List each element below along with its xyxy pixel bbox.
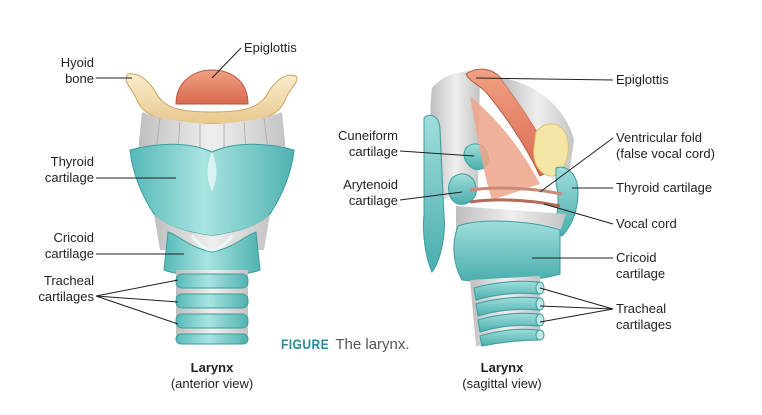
label-thyroid-cartilage-sagittal: Thyroid cartilage xyxy=(616,180,713,195)
label-tracheal-cartilages-anterior: Tracheal cartilages xyxy=(38,273,94,304)
sagittal-tracheal-ring xyxy=(475,296,539,317)
label-cricoid-cartilage-sagittal: Cricoid cartilage xyxy=(616,250,666,281)
label-cricoid-cartilage-anterior: Cricoid cartilage xyxy=(44,230,94,261)
label-hyoid-bone: Hyoid bone xyxy=(60,55,94,86)
label-epiglottis-sagittal: Epiglottis xyxy=(616,72,669,87)
anterior-tracheal-ring xyxy=(175,313,249,329)
label-thyroid-cartilage-anterior: Thyroid cartilage xyxy=(44,154,94,185)
anterior-tracheal-ring xyxy=(175,293,249,309)
leader-lines xyxy=(95,47,614,325)
anterior-hyoid-bone xyxy=(125,73,298,125)
sagittal-ventricular-fold xyxy=(533,123,569,177)
label-arytenoid-cartilage: Arytenoid cartilage xyxy=(343,177,398,208)
label-tracheal-cartilages-sagittal: Tracheal cartilages xyxy=(616,301,672,332)
label-cuneiform-cartilage: Cuneiform cartilage xyxy=(338,128,398,159)
sagittal-vocal-cord xyxy=(469,198,561,208)
figure-caption: FIGURE The larynx. xyxy=(281,336,410,354)
sagittal-vocal-fold-upper xyxy=(469,186,563,196)
anterior-epiglottis xyxy=(175,69,249,105)
sagittal-tracheal-ring xyxy=(479,328,539,347)
anterior-view-title: Larynx (anterior view) xyxy=(170,360,254,391)
anterior-view xyxy=(125,69,298,345)
figure-caption-text: The larynx. xyxy=(335,336,410,353)
sagittal-view xyxy=(423,68,579,347)
figure-label: FIGURE xyxy=(281,336,330,352)
anterior-tracheal-ring xyxy=(175,333,249,345)
label-epiglottis-anterior: Epiglottis xyxy=(244,40,297,55)
sagittal-posterior-cartilage xyxy=(423,114,445,273)
label-vocal-cord: Vocal cord xyxy=(616,216,677,231)
sagittal-cricoid-cartilage xyxy=(453,220,561,283)
anterior-thyrohyoid-membrane xyxy=(138,112,286,152)
sagittal-tracheal-ring xyxy=(477,312,539,333)
anterior-tracheal-ring xyxy=(175,273,249,289)
sagittal-view-title: Larynx (sagittal view) xyxy=(462,360,542,391)
label-ventricular-fold: Ventricular fold (false vocal cord) xyxy=(616,130,715,161)
